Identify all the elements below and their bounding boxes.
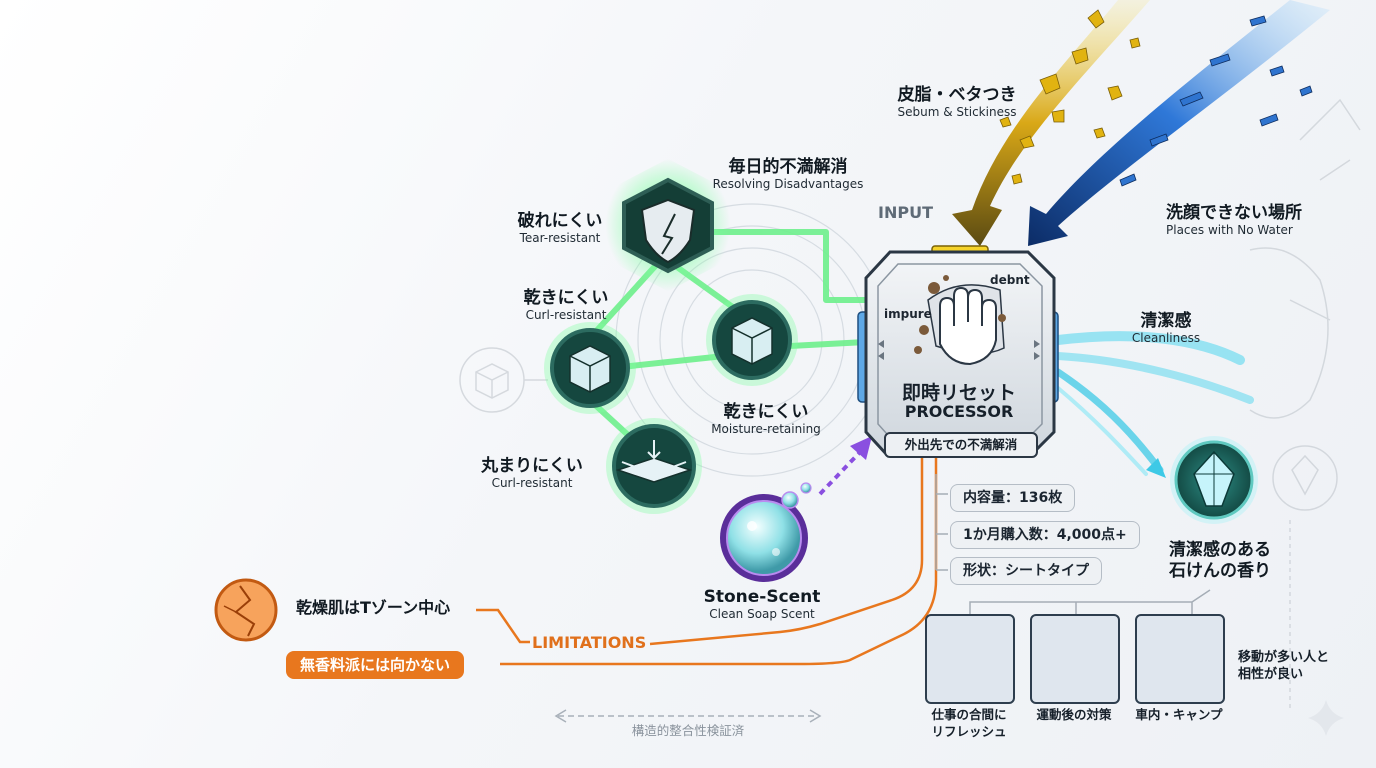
feature-label-moisture: 乾きにくい Moisture-retaining bbox=[711, 402, 821, 436]
soap-bubble-icon bbox=[720, 482, 812, 582]
usecase-camping-frame bbox=[1135, 614, 1225, 704]
crystal-icon bbox=[1170, 436, 1258, 524]
processor-tag-debnt: debnt bbox=[990, 273, 1030, 287]
usecase-caption-running: 運動後の対策 bbox=[1036, 707, 1112, 722]
sparkle-icon bbox=[1308, 700, 1344, 736]
processor-title-jp: 即時リセット bbox=[901, 382, 1017, 404]
dry-skin-icon bbox=[214, 578, 278, 642]
sebum-stream bbox=[952, 0, 1150, 246]
feature-label-resolving: 毎日的不満解消 Resolving Disadvantages bbox=[712, 157, 864, 191]
spec-capacity: 内容量：136枚 bbox=[950, 484, 1076, 512]
output-label-cleanliness: 清潔感 Cleanliness bbox=[1131, 311, 1201, 345]
output-result: 清潔感のある 石けんの香り bbox=[1169, 540, 1271, 582]
processor-tag-impure: impure bbox=[884, 307, 932, 321]
limitation-dry-skin: 乾燥肌はTゾーン中心 bbox=[296, 598, 451, 617]
usecase-running-frame bbox=[1030, 614, 1120, 704]
cleanliness-stream bbox=[1053, 331, 1254, 476]
usecase-office-frame bbox=[925, 614, 1015, 704]
footer-arrow bbox=[554, 709, 822, 723]
feature-label-tear: 破れにくい Tear-resistant bbox=[517, 211, 603, 245]
limitation-fragrance-free: 無香料派には向かない bbox=[286, 651, 465, 679]
limitation-lines bbox=[476, 456, 938, 666]
scent-link-arrow bbox=[818, 448, 864, 496]
spec-monthly-sales: 1か月購入数：4,000点+ bbox=[950, 521, 1140, 549]
water-stream bbox=[1028, 0, 1330, 246]
processor-title-en: PROCESSOR bbox=[904, 402, 1014, 421]
usecase-caption-camping: 車内・キャンプ bbox=[1135, 707, 1223, 722]
cleanliness-arrowhead bbox=[1146, 458, 1166, 478]
input-label-sebum: 皮脂・ベタつき Sebum & Stickiness bbox=[897, 85, 1017, 119]
input-label-no-water: 洗顔できない場所 Places with No Water bbox=[1166, 203, 1302, 237]
input-title: INPUT bbox=[878, 203, 933, 222]
feature-label-curl-2: 丸まりにくい Curl-resistant bbox=[481, 456, 583, 490]
shield-icon bbox=[605, 158, 731, 292]
cube-icon bbox=[544, 322, 636, 414]
limitations-title: LIMITATIONS bbox=[532, 633, 647, 652]
scent-label: Stone-Scent Clean Soap Scent bbox=[703, 587, 821, 621]
scent-link-arrowhead bbox=[850, 436, 872, 460]
spec-form: 形状：シートタイプ bbox=[950, 557, 1102, 585]
spec-bracket bbox=[935, 474, 1211, 614]
feature-label-curl: 乾きにくい Curl-resistant bbox=[523, 288, 609, 322]
usecase-note: 移動が多い人と 相性が良い bbox=[1238, 650, 1330, 682]
processor-subtitle: 外出先での不満解消 bbox=[884, 432, 1038, 458]
layers-icon bbox=[606, 418, 702, 514]
usecase-caption-office: 仕事の合間に リフレッシュ bbox=[931, 707, 1007, 739]
cube-icon bbox=[706, 294, 798, 386]
footer-verification: 構造的整合性検証済 bbox=[631, 723, 745, 738]
wiping-hand-icon bbox=[914, 275, 1006, 366]
background-ghost-art bbox=[459, 98, 1361, 710]
